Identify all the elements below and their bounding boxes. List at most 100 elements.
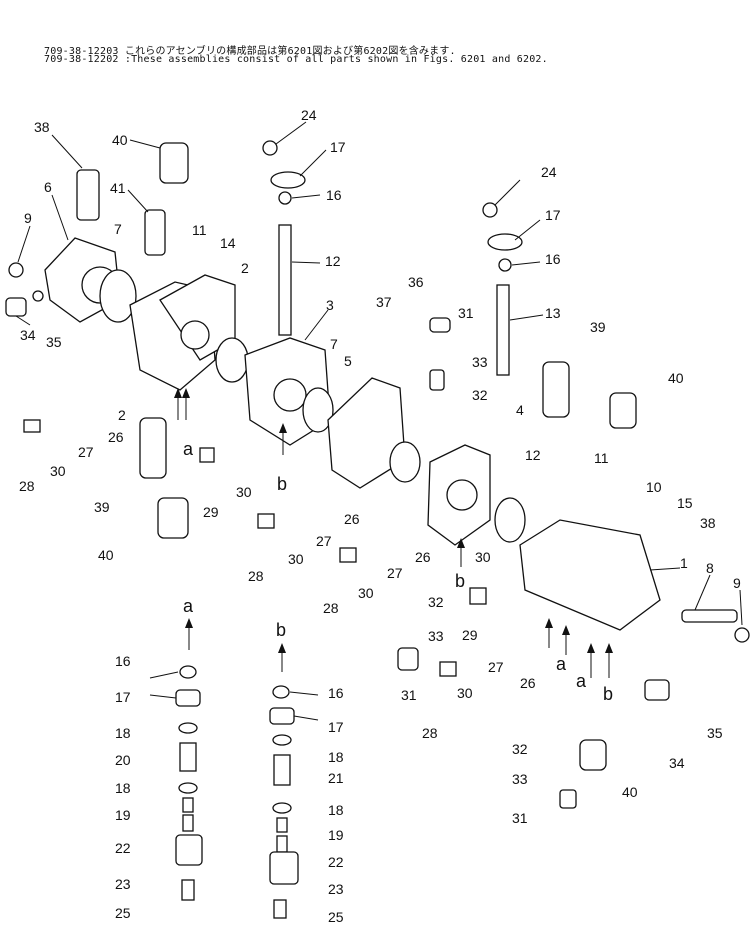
callout-30-mid3: 30 bbox=[358, 585, 374, 601]
part-41 bbox=[144, 209, 166, 256]
callout-8: 8 bbox=[706, 560, 714, 576]
part-31-b bbox=[429, 369, 445, 391]
stack-b-label-21: 21 bbox=[328, 770, 344, 786]
part-16-a bbox=[278, 191, 292, 205]
stack-b-18b bbox=[272, 802, 292, 814]
part-7-oring-e bbox=[494, 497, 526, 543]
callout-38: 38 bbox=[34, 119, 50, 135]
stack-a-label-18b: 18 bbox=[115, 780, 131, 796]
callout-13: 13 bbox=[545, 305, 561, 321]
letter-a-3: a bbox=[576, 671, 587, 691]
callout-26-left: 26 bbox=[108, 429, 124, 445]
stack-a-label-20: 20 bbox=[115, 752, 131, 768]
callout-6: 6 bbox=[44, 179, 52, 195]
callout-40-bottom: 40 bbox=[622, 784, 638, 800]
callout-24-right: 24 bbox=[541, 164, 557, 180]
part-40-bottom bbox=[579, 739, 607, 771]
callout-31: 31 bbox=[458, 305, 474, 321]
callout-40-right: 40 bbox=[668, 370, 684, 386]
stack-b-label-16: 16 bbox=[328, 685, 344, 701]
part-4-bore bbox=[446, 479, 478, 511]
part-7-oring-b bbox=[215, 337, 249, 383]
callout-30-left: 30 bbox=[50, 463, 66, 479]
part-36-plug bbox=[429, 317, 451, 333]
part-31-a bbox=[397, 647, 419, 671]
stack-a-22 bbox=[182, 814, 194, 832]
callout-26-right: 26 bbox=[520, 675, 536, 691]
callout-30-mid2: 30 bbox=[288, 551, 304, 567]
callout-2-left: 2 bbox=[118, 407, 126, 423]
part-40-upper bbox=[159, 142, 189, 184]
callout-5: 5 bbox=[344, 353, 352, 369]
letter-b-2: b bbox=[455, 571, 465, 591]
callout-30-right2: 30 bbox=[457, 685, 473, 701]
callout-34-right: 34 bbox=[669, 755, 685, 771]
part-28-b bbox=[257, 513, 275, 529]
stack-a-17 bbox=[175, 689, 201, 707]
stack-b-label-18: 18 bbox=[328, 749, 344, 765]
callout-29-mid: 29 bbox=[462, 627, 478, 643]
stack-a-label-17: 17 bbox=[115, 689, 131, 705]
part-12-spool-a bbox=[278, 224, 292, 336]
callout-3: 3 bbox=[326, 297, 334, 313]
callout-28-right: 28 bbox=[422, 725, 438, 741]
part-3-bore bbox=[273, 378, 307, 412]
stack-b-label-18b: 18 bbox=[328, 802, 344, 818]
stack-b-19 bbox=[276, 817, 288, 833]
part-24-bolt-b bbox=[482, 202, 498, 218]
callout-26-mid: 26 bbox=[344, 511, 360, 527]
callout-15: 15 bbox=[677, 495, 693, 511]
part-34-plug-right bbox=[644, 679, 670, 701]
callout-33-mid: 33 bbox=[428, 628, 444, 644]
callout-2: 2 bbox=[241, 260, 249, 276]
callout-33: 33 bbox=[472, 354, 488, 370]
callout-16: 16 bbox=[326, 187, 342, 203]
part-1-body bbox=[519, 519, 661, 631]
header-line-japanese: 709-38-12203 これらのアセンブリの構成部品は第6201図および第62… bbox=[44, 46, 456, 57]
callout-38-right: 38 bbox=[700, 515, 716, 531]
callout-1: 1 bbox=[680, 555, 688, 571]
callout-37: 37 bbox=[376, 294, 392, 310]
callout-28-mid: 28 bbox=[248, 568, 264, 584]
letter-a-2: a bbox=[556, 654, 567, 674]
callout-34: 34 bbox=[20, 327, 36, 343]
stack-b-label-25: 25 bbox=[328, 909, 344, 925]
part-9-nut bbox=[8, 262, 24, 278]
callout-29-left: 29 bbox=[203, 504, 219, 520]
callout-12: 12 bbox=[325, 253, 341, 269]
callout-27-mid2: 27 bbox=[387, 565, 403, 581]
part-38-left bbox=[76, 169, 100, 221]
stack-a-25 bbox=[181, 879, 195, 901]
part-9-nut-right bbox=[734, 627, 750, 643]
part-39-right bbox=[542, 361, 570, 418]
callout-14: 14 bbox=[220, 235, 236, 251]
stack-b-label-23: 23 bbox=[328, 881, 344, 897]
callout-4: 4 bbox=[516, 402, 524, 418]
stack-a-label-18: 18 bbox=[115, 725, 131, 741]
callout-30-mid: 30 bbox=[236, 484, 252, 500]
stack-b-16 bbox=[272, 685, 290, 699]
callout-28-left: 28 bbox=[19, 478, 35, 494]
callout-11-right: 11 bbox=[594, 450, 609, 466]
stack-b-label-19: 19 bbox=[328, 827, 344, 843]
stack-a-23 bbox=[175, 834, 203, 866]
callout-30-right: 30 bbox=[475, 549, 491, 565]
stack-a-label-19: 19 bbox=[115, 807, 131, 823]
callout-24: 24 bbox=[301, 107, 317, 123]
stack-a-label-16: 16 bbox=[115, 653, 131, 669]
part-24-bolt-a bbox=[262, 140, 278, 156]
part-17-plate-a bbox=[270, 171, 306, 189]
stack-a-18b bbox=[178, 782, 198, 794]
callout-40-left: 40 bbox=[98, 547, 114, 563]
part-31-c bbox=[559, 789, 577, 809]
stack-a-19 bbox=[182, 797, 194, 813]
callout-17: 17 bbox=[330, 139, 346, 155]
stack-b-25 bbox=[273, 899, 287, 919]
part-2-valve-rear bbox=[159, 274, 236, 361]
stack-a-label-23: 23 bbox=[115, 876, 131, 892]
part-2-bore bbox=[180, 320, 210, 350]
part-17-plate-b bbox=[487, 233, 523, 251]
callout-12-right: 12 bbox=[525, 447, 541, 463]
